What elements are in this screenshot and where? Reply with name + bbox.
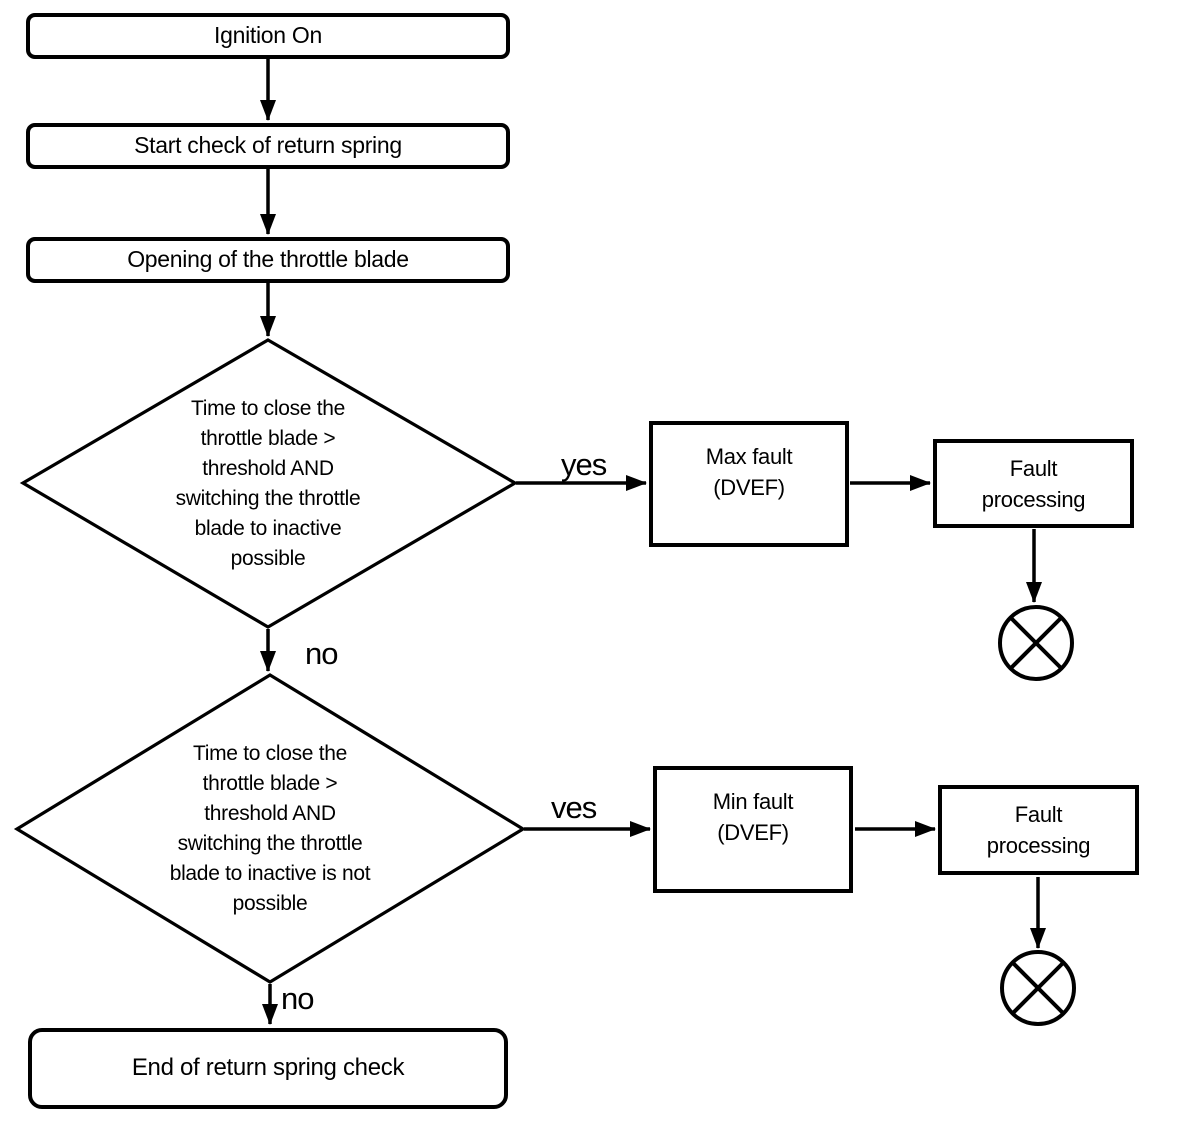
decision2-label: Time to close the throttle blade > thres… xyxy=(130,739,410,919)
node-min-fault-line2: (DVEF) xyxy=(717,820,789,845)
decision1-line4: switching the throttle xyxy=(175,487,361,510)
decision2-line6: possible xyxy=(232,892,308,915)
node-max-fault-line2: (DVEF) xyxy=(713,475,785,500)
node-max-fault: Max fault (DVEF) xyxy=(649,421,849,547)
decision2-diamond-shape xyxy=(13,673,527,984)
node-end-check: End of return spring check xyxy=(28,1028,508,1109)
node-opening-throttle-label: Opening of the throttle blade xyxy=(127,246,409,273)
edge-label-decision1-yes: yes xyxy=(561,447,607,482)
node-ignition-on-label: Ignition On xyxy=(214,22,322,49)
crossed-circle-terminator-bottom-icon xyxy=(1000,950,1076,1026)
node-end-check-label: End of return spring check xyxy=(131,1054,405,1082)
edge-label-decision2-no: no xyxy=(281,981,314,1016)
decision1-line3: threshold AND xyxy=(202,457,334,480)
node-ignition-on: Ignition On xyxy=(26,13,510,59)
node-fault-processing-top-line1: Fault xyxy=(1009,455,1058,481)
node-min-fault-line1: Min fault xyxy=(712,789,794,814)
node-start-check: Start check of return spring xyxy=(26,123,510,169)
edge-label-decision1-no: no xyxy=(305,636,338,671)
decision1-diamond-shape xyxy=(19,338,519,629)
edge-label-decision2-yes: ves xyxy=(551,790,597,825)
node-fault-processing-top: Fault processing xyxy=(933,439,1134,528)
node-fault-processing-bottom: Fault processing xyxy=(938,785,1139,875)
decision2-line4: switching the throttle xyxy=(177,832,363,855)
decision2-line2: throttle blade > xyxy=(202,772,338,795)
node-fault-processing-top-line2: processing xyxy=(981,486,1086,512)
decision1-label: Time to close the throttle blade > thres… xyxy=(128,394,408,574)
node-max-fault-line1: Max fault xyxy=(705,444,793,469)
node-min-fault: Min fault (DVEF) xyxy=(653,766,853,893)
node-fault-processing-bottom-line2: processing xyxy=(986,833,1091,858)
crossed-circle-terminator-top-icon xyxy=(998,605,1074,681)
node-fault-processing-bottom-line1: Fault xyxy=(1014,802,1063,827)
decision2-line3: threshold AND xyxy=(204,802,336,825)
decision1-line6: possible xyxy=(230,547,306,570)
decision1-line5: blade to inactive xyxy=(194,517,342,540)
decision1-line2: throttle blade > xyxy=(200,427,336,450)
decision2-line1: Time to close the xyxy=(192,742,348,765)
node-opening-throttle: Opening of the throttle blade xyxy=(26,237,510,283)
decision2-line5: blade to inactive is not xyxy=(169,862,371,885)
node-start-check-label: Start check of return spring xyxy=(134,132,402,159)
decision1-line1: Time to close the xyxy=(190,397,346,420)
